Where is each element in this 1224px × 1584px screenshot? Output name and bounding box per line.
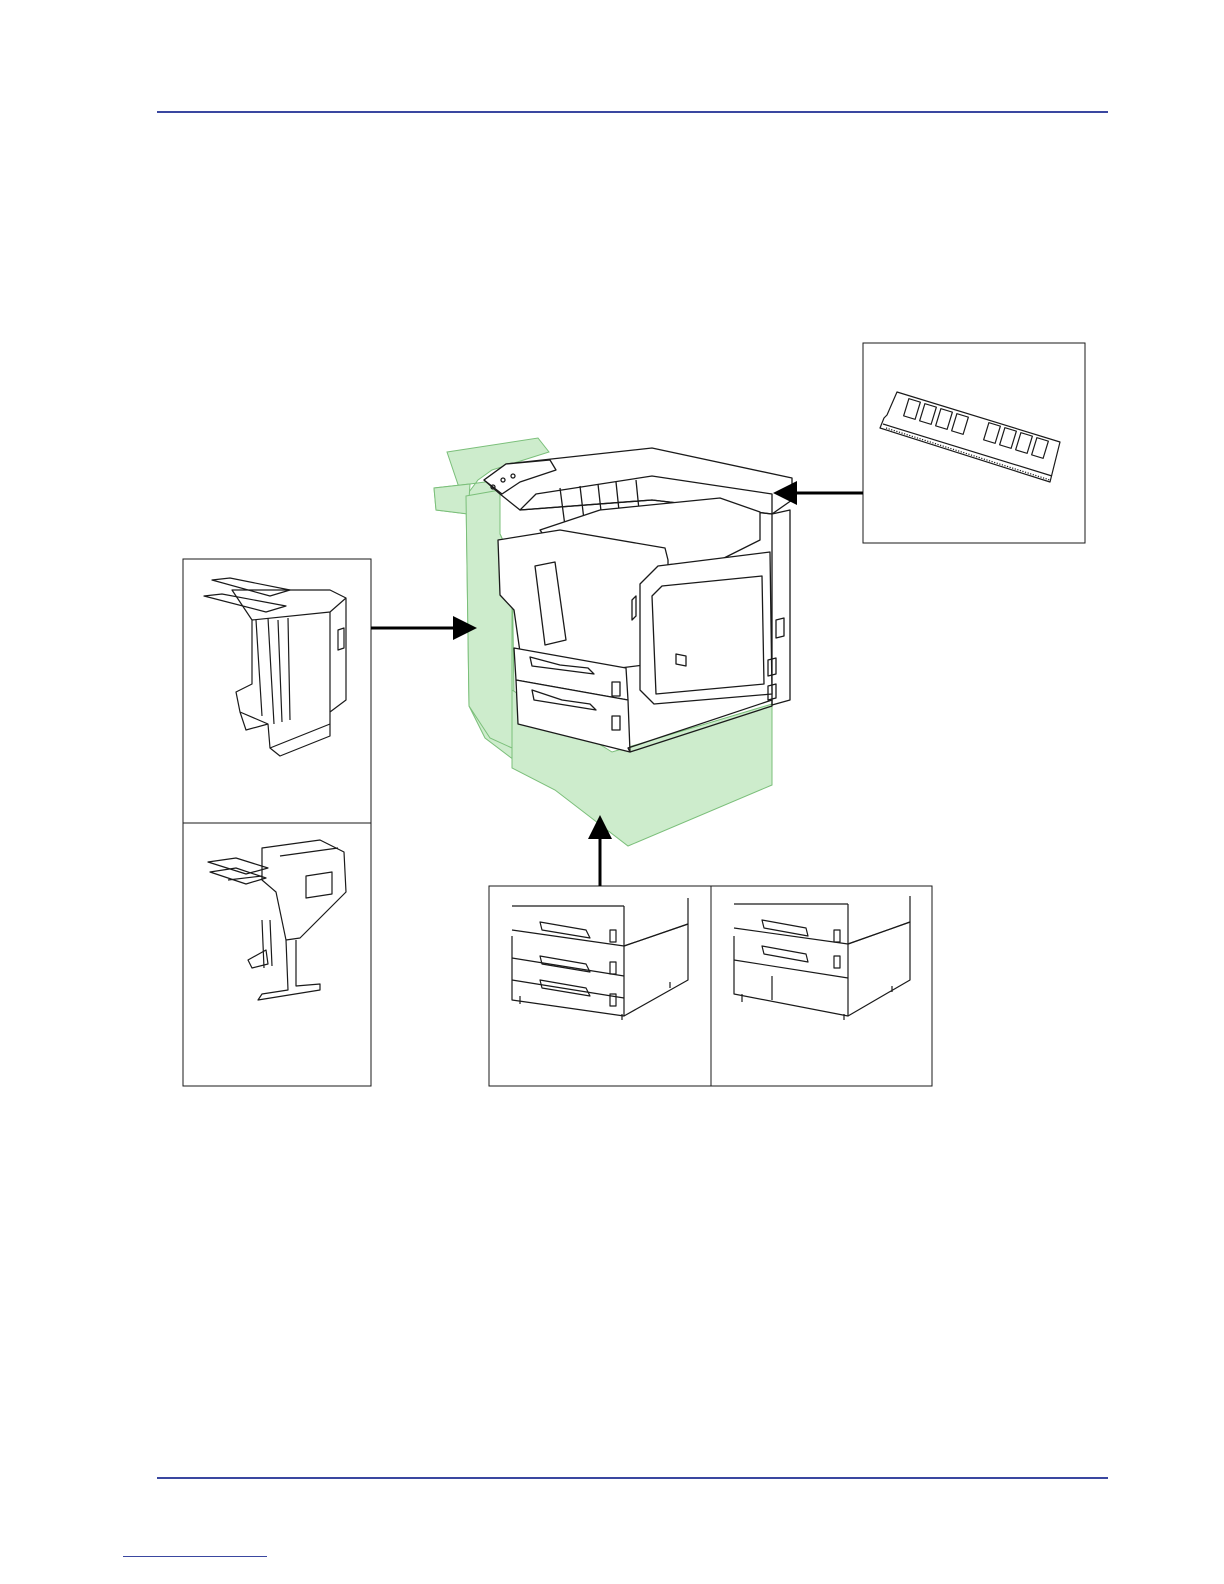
finisher-panel bbox=[183, 559, 371, 1086]
paper-feeder-panel bbox=[489, 886, 932, 1086]
memory-module-panel bbox=[863, 343, 1085, 543]
footer-rule bbox=[157, 1477, 1108, 1479]
printer-main-illustration bbox=[434, 438, 792, 846]
footnote-rule bbox=[123, 1556, 267, 1557]
